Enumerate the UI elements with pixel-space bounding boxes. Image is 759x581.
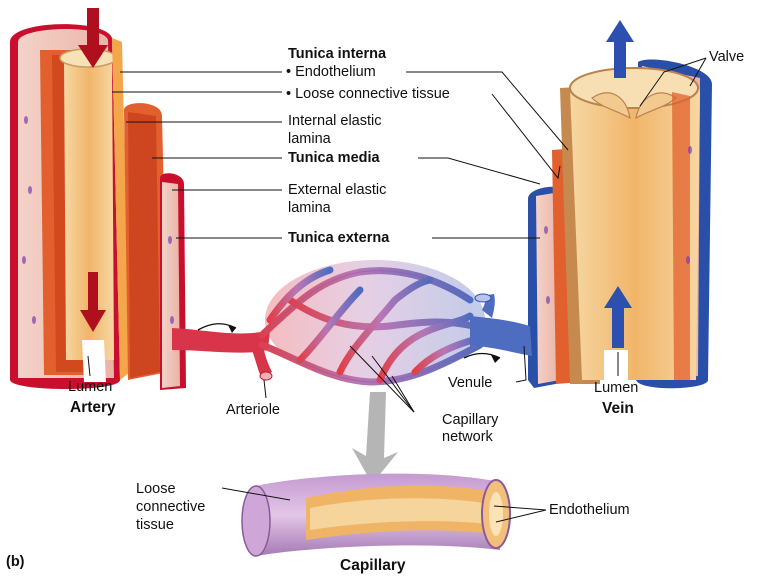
internal-elastic-label-line2: lamina — [288, 131, 331, 147]
arteriole-label: Arteriole — [226, 402, 280, 418]
vein-illustration — [528, 20, 712, 389]
flow-out-arrow-icon — [606, 20, 634, 78]
external-elastic-label-line1: External elastic — [288, 182, 387, 198]
tunica-interna-label: Tunica interna — [288, 46, 387, 62]
capillary-loose-ct-label-line1: Loose — [136, 481, 176, 497]
internal-elastic-label-line1: Internal elastic — [288, 113, 382, 129]
flow-up-arrow-icon — [604, 286, 632, 348]
figure-label: (b) — [6, 554, 25, 570]
flow-down-arrow-icon — [80, 272, 106, 332]
leader-lines — [87, 57, 707, 523]
tunica-externa-label: Tunica externa — [288, 230, 390, 246]
capillary-title: Capillary — [340, 557, 406, 574]
valve-label: Valve — [709, 49, 745, 65]
vein-title: Vein — [602, 400, 634, 417]
external-elastic-label-line2: lamina — [288, 200, 331, 216]
artery-illustration — [10, 8, 186, 390]
flow-in-arrow-icon — [78, 8, 108, 68]
capillary-network-illustration — [172, 260, 532, 386]
artery-title: Artery — [70, 399, 116, 416]
zoom-arrow-icon — [352, 392, 398, 484]
capillary-loose-ct-label-line2: connective — [136, 499, 206, 515]
capillary-loose-ct-label-line3: tissue — [136, 517, 174, 533]
capillary-network-label-line2: network — [442, 429, 493, 445]
capillary-endothelium-label: Endothelium — [549, 502, 630, 518]
vein-lumen-label: Lumen — [594, 380, 639, 396]
venule-label: Venule — [448, 375, 493, 391]
capillary-network-label-line1: Capillary — [442, 412, 499, 428]
loose-connective-bullet-label: • Loose connective tissue — [286, 86, 450, 102]
artery-lumen-label: Lumen — [68, 379, 113, 395]
tunica-media-label: Tunica media — [288, 150, 380, 166]
capillary-illustration — [241, 473, 511, 557]
endothelium-bullet-label: • Endothelium — [286, 64, 376, 80]
